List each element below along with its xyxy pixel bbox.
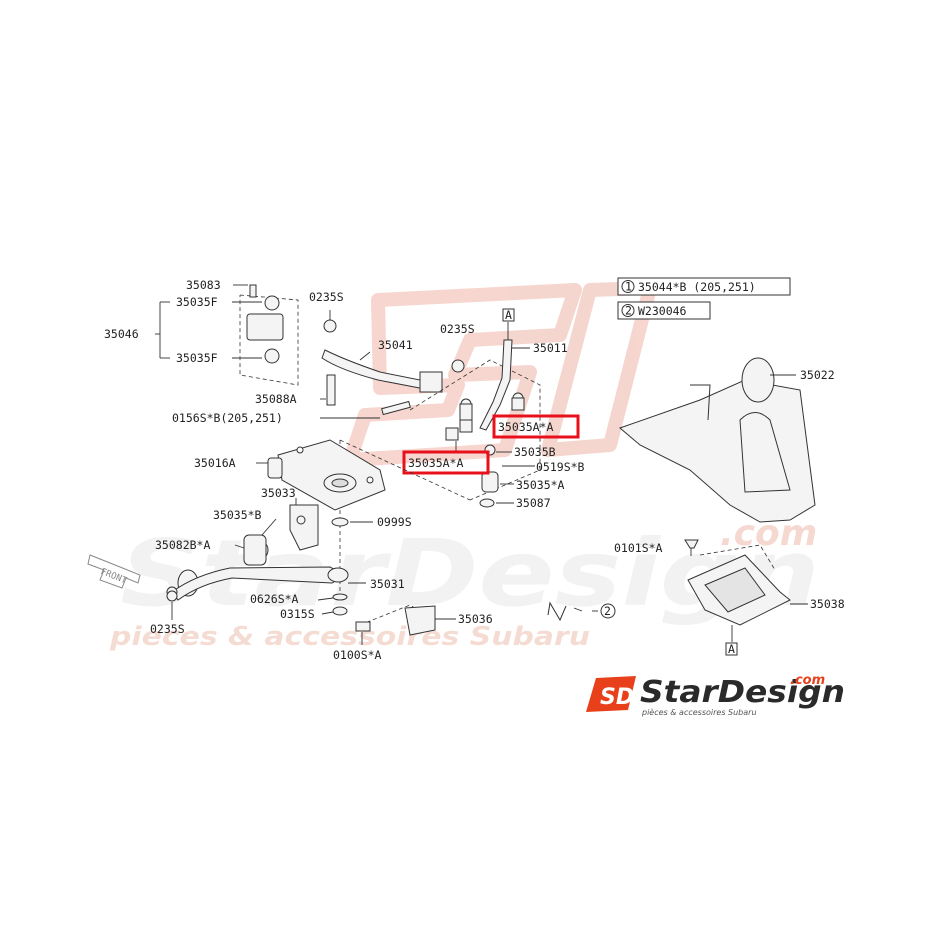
label-35035b: 35035B	[514, 445, 556, 459]
label-35016a: 35016A	[194, 456, 236, 470]
label-35022: 35022	[800, 368, 835, 382]
stabilizer-rod	[320, 310, 465, 406]
label-35031: 35031	[370, 577, 405, 591]
label-35033: 35033	[261, 486, 296, 500]
label-0100s: 0100S*A	[333, 648, 382, 662]
label-0519s: 0519S*B	[536, 460, 585, 474]
label-0235s-c: 0235S	[150, 622, 185, 636]
label-35035-a: 35035*A	[516, 478, 565, 492]
label-35035f-bottom: 35035F	[176, 351, 218, 365]
ref-a-top: A	[505, 308, 512, 322]
label-35036: 35036	[458, 612, 493, 626]
legend-entry-1: 35044*B (205,251)	[638, 280, 756, 294]
label-0156s: 0156S*B(205,251)	[172, 411, 283, 425]
label-0999s: 0999S	[377, 515, 412, 529]
label-35041: 35041	[378, 338, 413, 352]
label-35035b-left: 35035*B	[213, 508, 262, 522]
shifter-lever	[409, 322, 541, 508]
label-0101s: 0101S*A	[614, 541, 663, 555]
logo-dotcom: .com	[790, 673, 825, 688]
label-35083: 35083	[186, 278, 221, 292]
bezel-35038	[687, 544, 808, 642]
marker-2-detail: 2	[547, 601, 616, 622]
label-35035f-top: 35035F	[176, 295, 218, 309]
shifter-housing	[256, 439, 471, 600]
washer-0999s	[331, 517, 349, 527]
ref-a-bottom: A	[728, 642, 735, 656]
marker-2: 2	[604, 604, 611, 618]
console-boot	[619, 357, 816, 523]
label-35011: 35011	[533, 341, 568, 355]
brand-logo: SD StarDesign .com pièces & accessoires …	[586, 673, 845, 717]
label-0235s-a: 0235S	[309, 290, 344, 304]
label-35035a-left: 35035A*A	[408, 456, 463, 470]
nut-0235s	[166, 590, 178, 602]
shift-bracket-assembly	[155, 284, 299, 386]
label-0315s: 0315S	[280, 607, 315, 621]
logo-monogram: SD	[600, 685, 634, 710]
shift-rod	[166, 566, 366, 601]
label-35087: 35087	[516, 496, 551, 510]
watermark-tagline: pieces & accessoires Subaru	[109, 622, 590, 652]
highlight-box-top	[492, 414, 580, 439]
label-35088a: 35088A	[255, 392, 297, 406]
legend-marker-1: 1	[625, 280, 632, 294]
bracket-35036	[355, 604, 456, 645]
screw-0101s	[684, 539, 699, 556]
label-35082b: 35082B*A	[155, 538, 210, 552]
front-arrow: FRONT	[87, 554, 141, 589]
legend-entry-2: W230046	[638, 304, 687, 318]
bolt-0156s	[320, 400, 411, 419]
logo-tagline: pièces & accessoires Subaru	[641, 707, 757, 717]
label-0626s: 0626S*A	[250, 592, 299, 606]
highlight-box-left	[402, 450, 490, 475]
legend: 1 35044*B (205,251) 2 W230046	[617, 277, 791, 320]
label-0235s-b: 0235S	[440, 322, 475, 336]
label-35038: 35038	[810, 597, 845, 611]
label-35046: 35046	[104, 327, 139, 341]
logo-name: StarDesign	[640, 675, 845, 710]
legend-marker-2: 2	[625, 304, 632, 318]
label-35035a-top: 35035A*A	[498, 420, 553, 434]
